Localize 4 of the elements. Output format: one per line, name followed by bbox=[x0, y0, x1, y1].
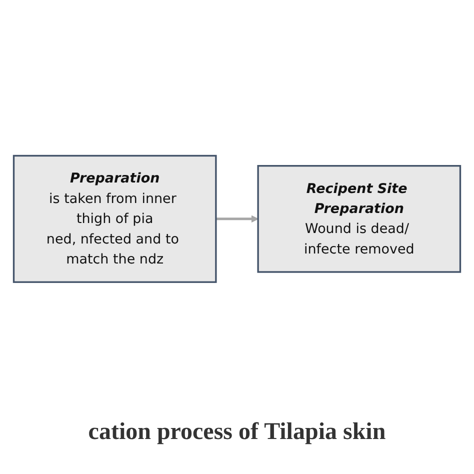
node-box: Recipent Site Preparation Wound is dead/ infecte removed bbox=[257, 164, 462, 272]
node-box: Preparation is taken from inner thigh of pia ned, nfected and to match the ndz bbox=[12, 154, 217, 283]
figure-caption: cation process of Tilapia skin bbox=[88, 418, 386, 446]
arrow bbox=[216, 214, 258, 222]
